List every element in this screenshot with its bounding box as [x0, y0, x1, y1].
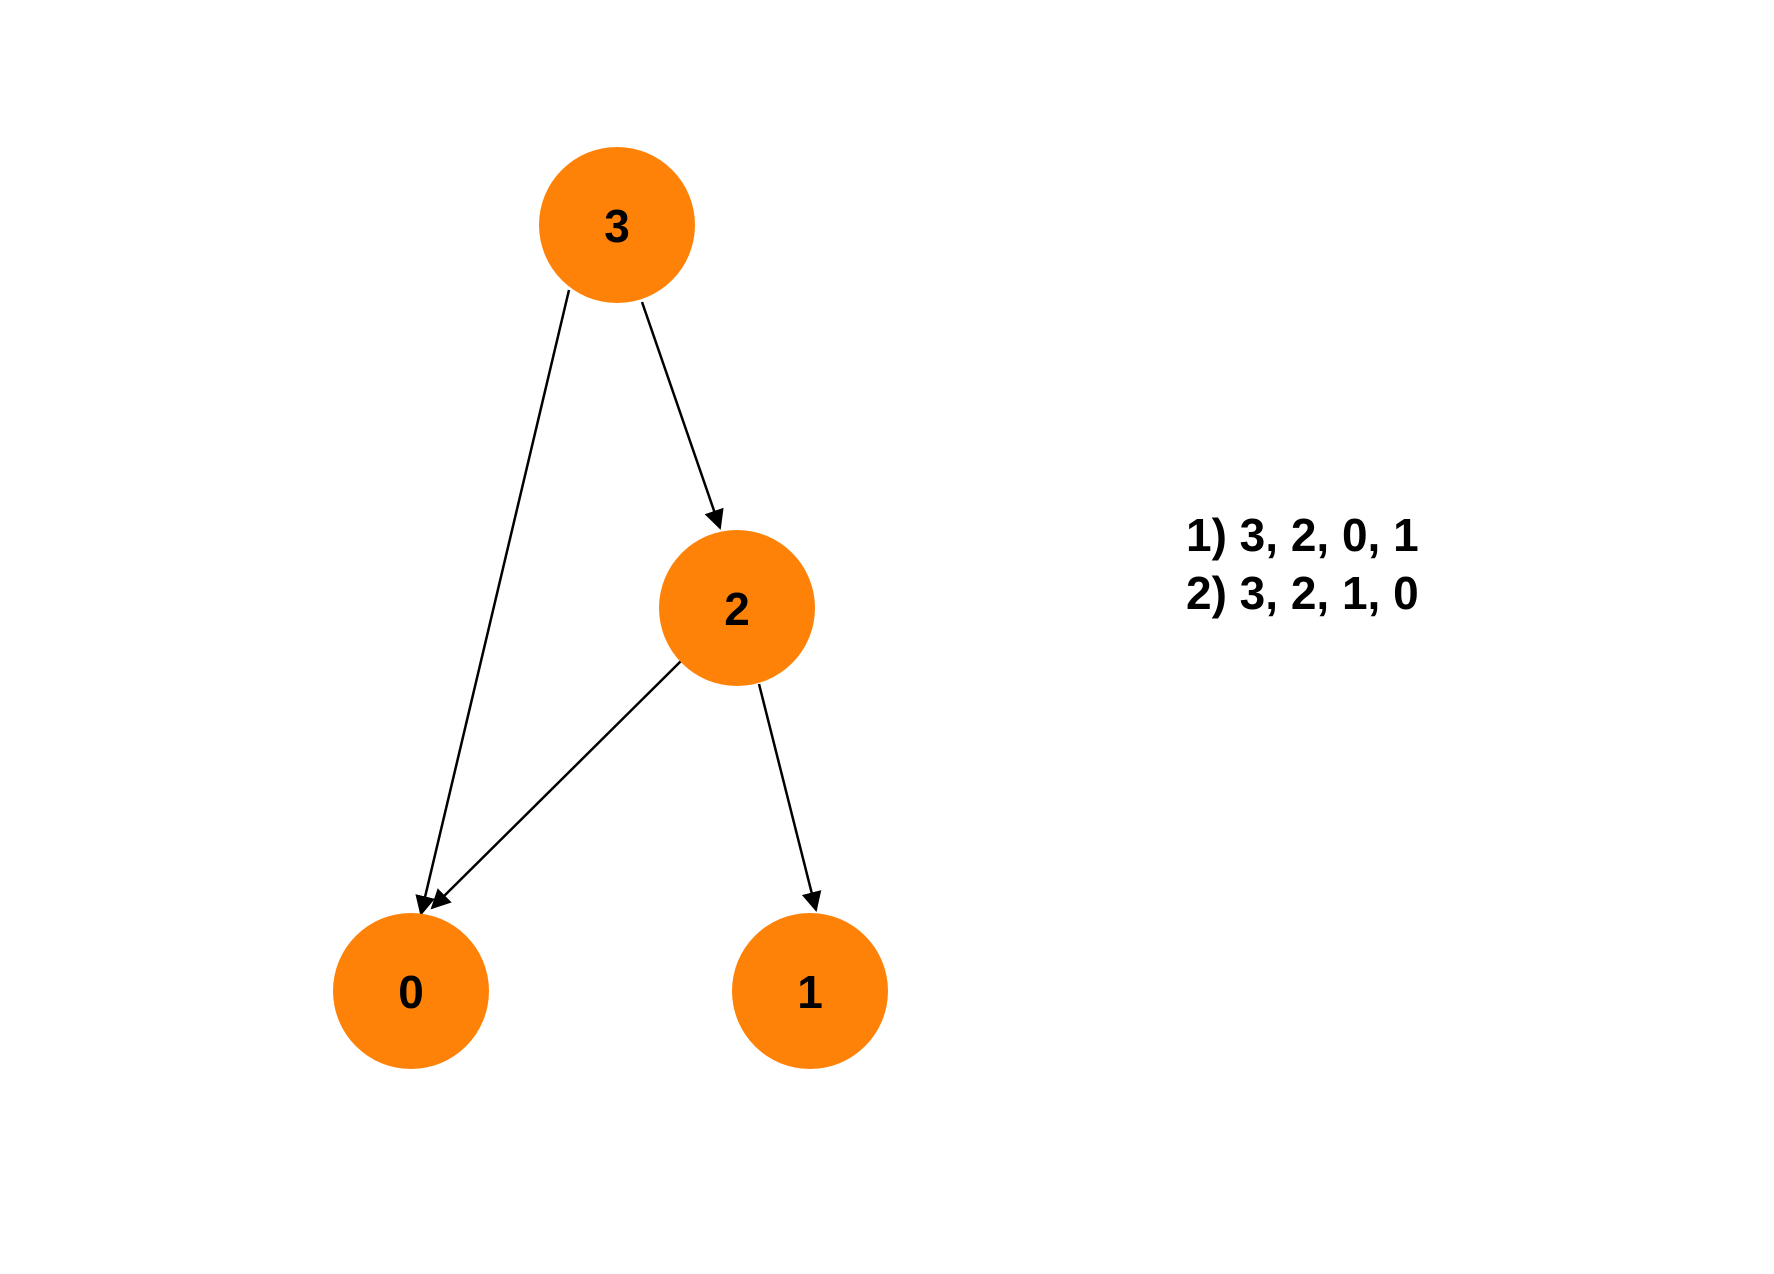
node-2-circle	[659, 530, 815, 686]
node-1-label: 1	[797, 966, 823, 1018]
ordering-2: 2) 3, 2, 1, 0	[1186, 567, 1419, 619]
edge-2-to-0	[430, 660, 682, 910]
node-0: 0	[333, 913, 489, 1069]
node-3-label: 3	[604, 200, 630, 252]
edges	[415, 289, 822, 916]
ordering-1: 1) 3, 2, 0, 1	[1186, 509, 1419, 561]
node-1-circle	[732, 913, 888, 1069]
node-2: 2	[659, 530, 815, 686]
node-3-circle	[539, 147, 695, 303]
node-0-label: 0	[398, 966, 424, 1018]
node-2-label: 2	[724, 583, 750, 635]
node-0-circle	[333, 913, 489, 1069]
edge-2-to-1	[757, 683, 822, 912]
node-1: 1	[732, 913, 888, 1069]
edge-3-to-0	[415, 289, 571, 916]
edge-3-to-2	[640, 301, 724, 530]
node-3: 3	[539, 147, 695, 303]
topological-orderings: 1) 3, 2, 0, 1 2) 3, 2, 1, 0	[1186, 506, 1419, 622]
